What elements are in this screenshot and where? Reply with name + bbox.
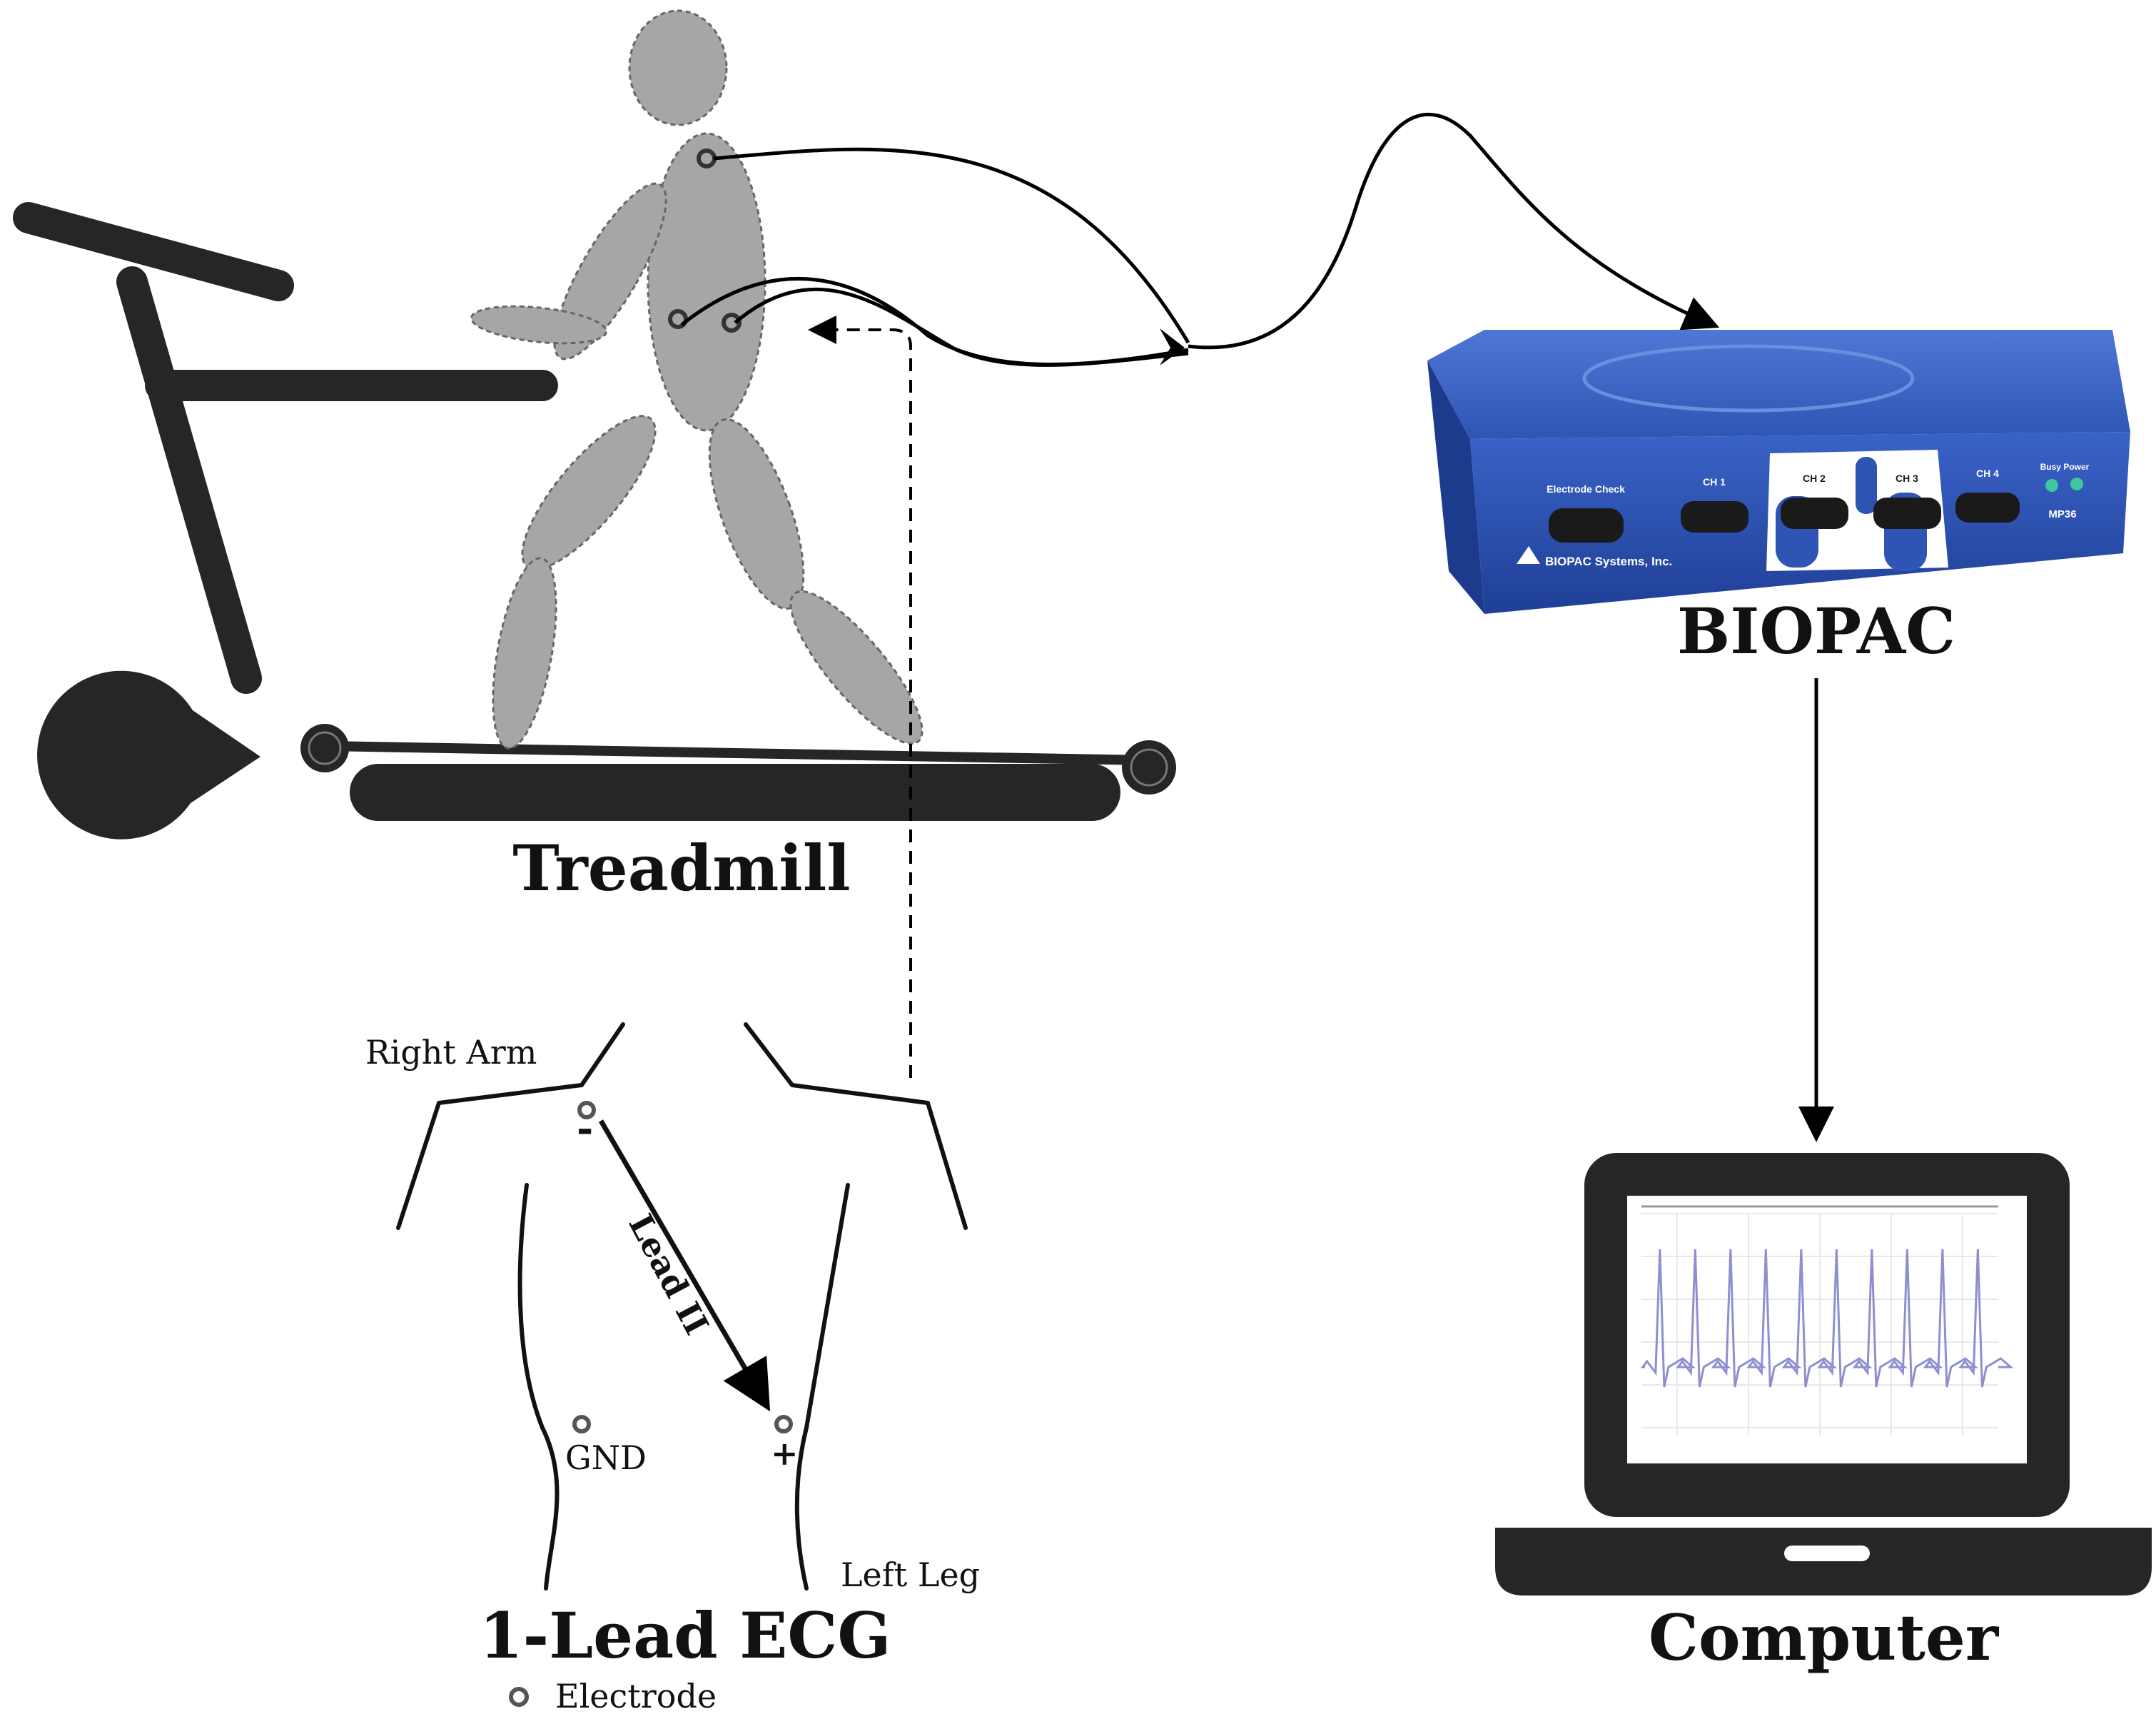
laptop-touchpad-notch	[1784, 1546, 1870, 1561]
right-arm-label: Right Arm	[365, 1033, 537, 1072]
ecg-electrodes	[572, 1101, 793, 1433]
computer-label: Computer	[1649, 1601, 2000, 1675]
treadmill	[13, 202, 1176, 840]
port-label-ch4: CH 4	[1976, 468, 1999, 479]
gnd-label: GND	[565, 1438, 647, 1477]
electrode-legend-label: Electrode	[555, 1677, 717, 1715]
port-label-ch1: CH 1	[1703, 476, 1726, 488]
laptop-base	[1495, 1528, 2152, 1596]
lead-wires	[680, 113, 1720, 367]
port-label-ch3: CH 3	[1896, 473, 1918, 484]
laptop	[1495, 1153, 2152, 1596]
biopac-label: BIOPAC	[1677, 594, 1955, 668]
device-brand: BIOPAC Systems, Inc.	[1545, 555, 1672, 568]
biopac-device: Electrode Check CH 1 CH 2 CH 3 CH 4 Busy…	[1427, 330, 2130, 614]
negative-electrode-sign: -	[577, 1105, 593, 1152]
power-indicator-light	[2070, 478, 2083, 490]
indicator-labels: Busy Power	[2040, 462, 2090, 472]
reference-dashed-line	[808, 316, 912, 1078]
port-label-electrode-check: Electrode Check	[1547, 483, 1625, 495]
walking-figure	[470, 9, 923, 750]
port-label-ch2: CH 2	[1803, 473, 1826, 484]
ecg-trace	[1640, 1249, 2014, 1388]
left-leg-label: Left Leg	[841, 1556, 980, 1594]
ecg-torso	[396, 1022, 968, 1591]
biopac-logo-icon	[1517, 546, 1540, 564]
lead-ii-arrow	[598, 1119, 771, 1412]
busy-indicator-light	[2045, 479, 2058, 492]
treadmill-motor-housing	[37, 670, 260, 840]
treadmill-label: Treadmill	[512, 831, 850, 905]
electrode-legend-icon	[509, 1687, 529, 1707]
treadmill-deck	[350, 764, 1120, 821]
ecg-title: 1-Lead ECG	[479, 1598, 891, 1673]
device-model: MP36	[2048, 508, 2076, 520]
lead-ii-label: Lead II	[621, 1208, 716, 1341]
positive-electrode-sign: +	[771, 1434, 799, 1473]
laptop-screen	[1627, 1196, 2027, 1463]
figure-electrodes	[668, 148, 742, 333]
biopac-ports	[1549, 493, 2020, 543]
